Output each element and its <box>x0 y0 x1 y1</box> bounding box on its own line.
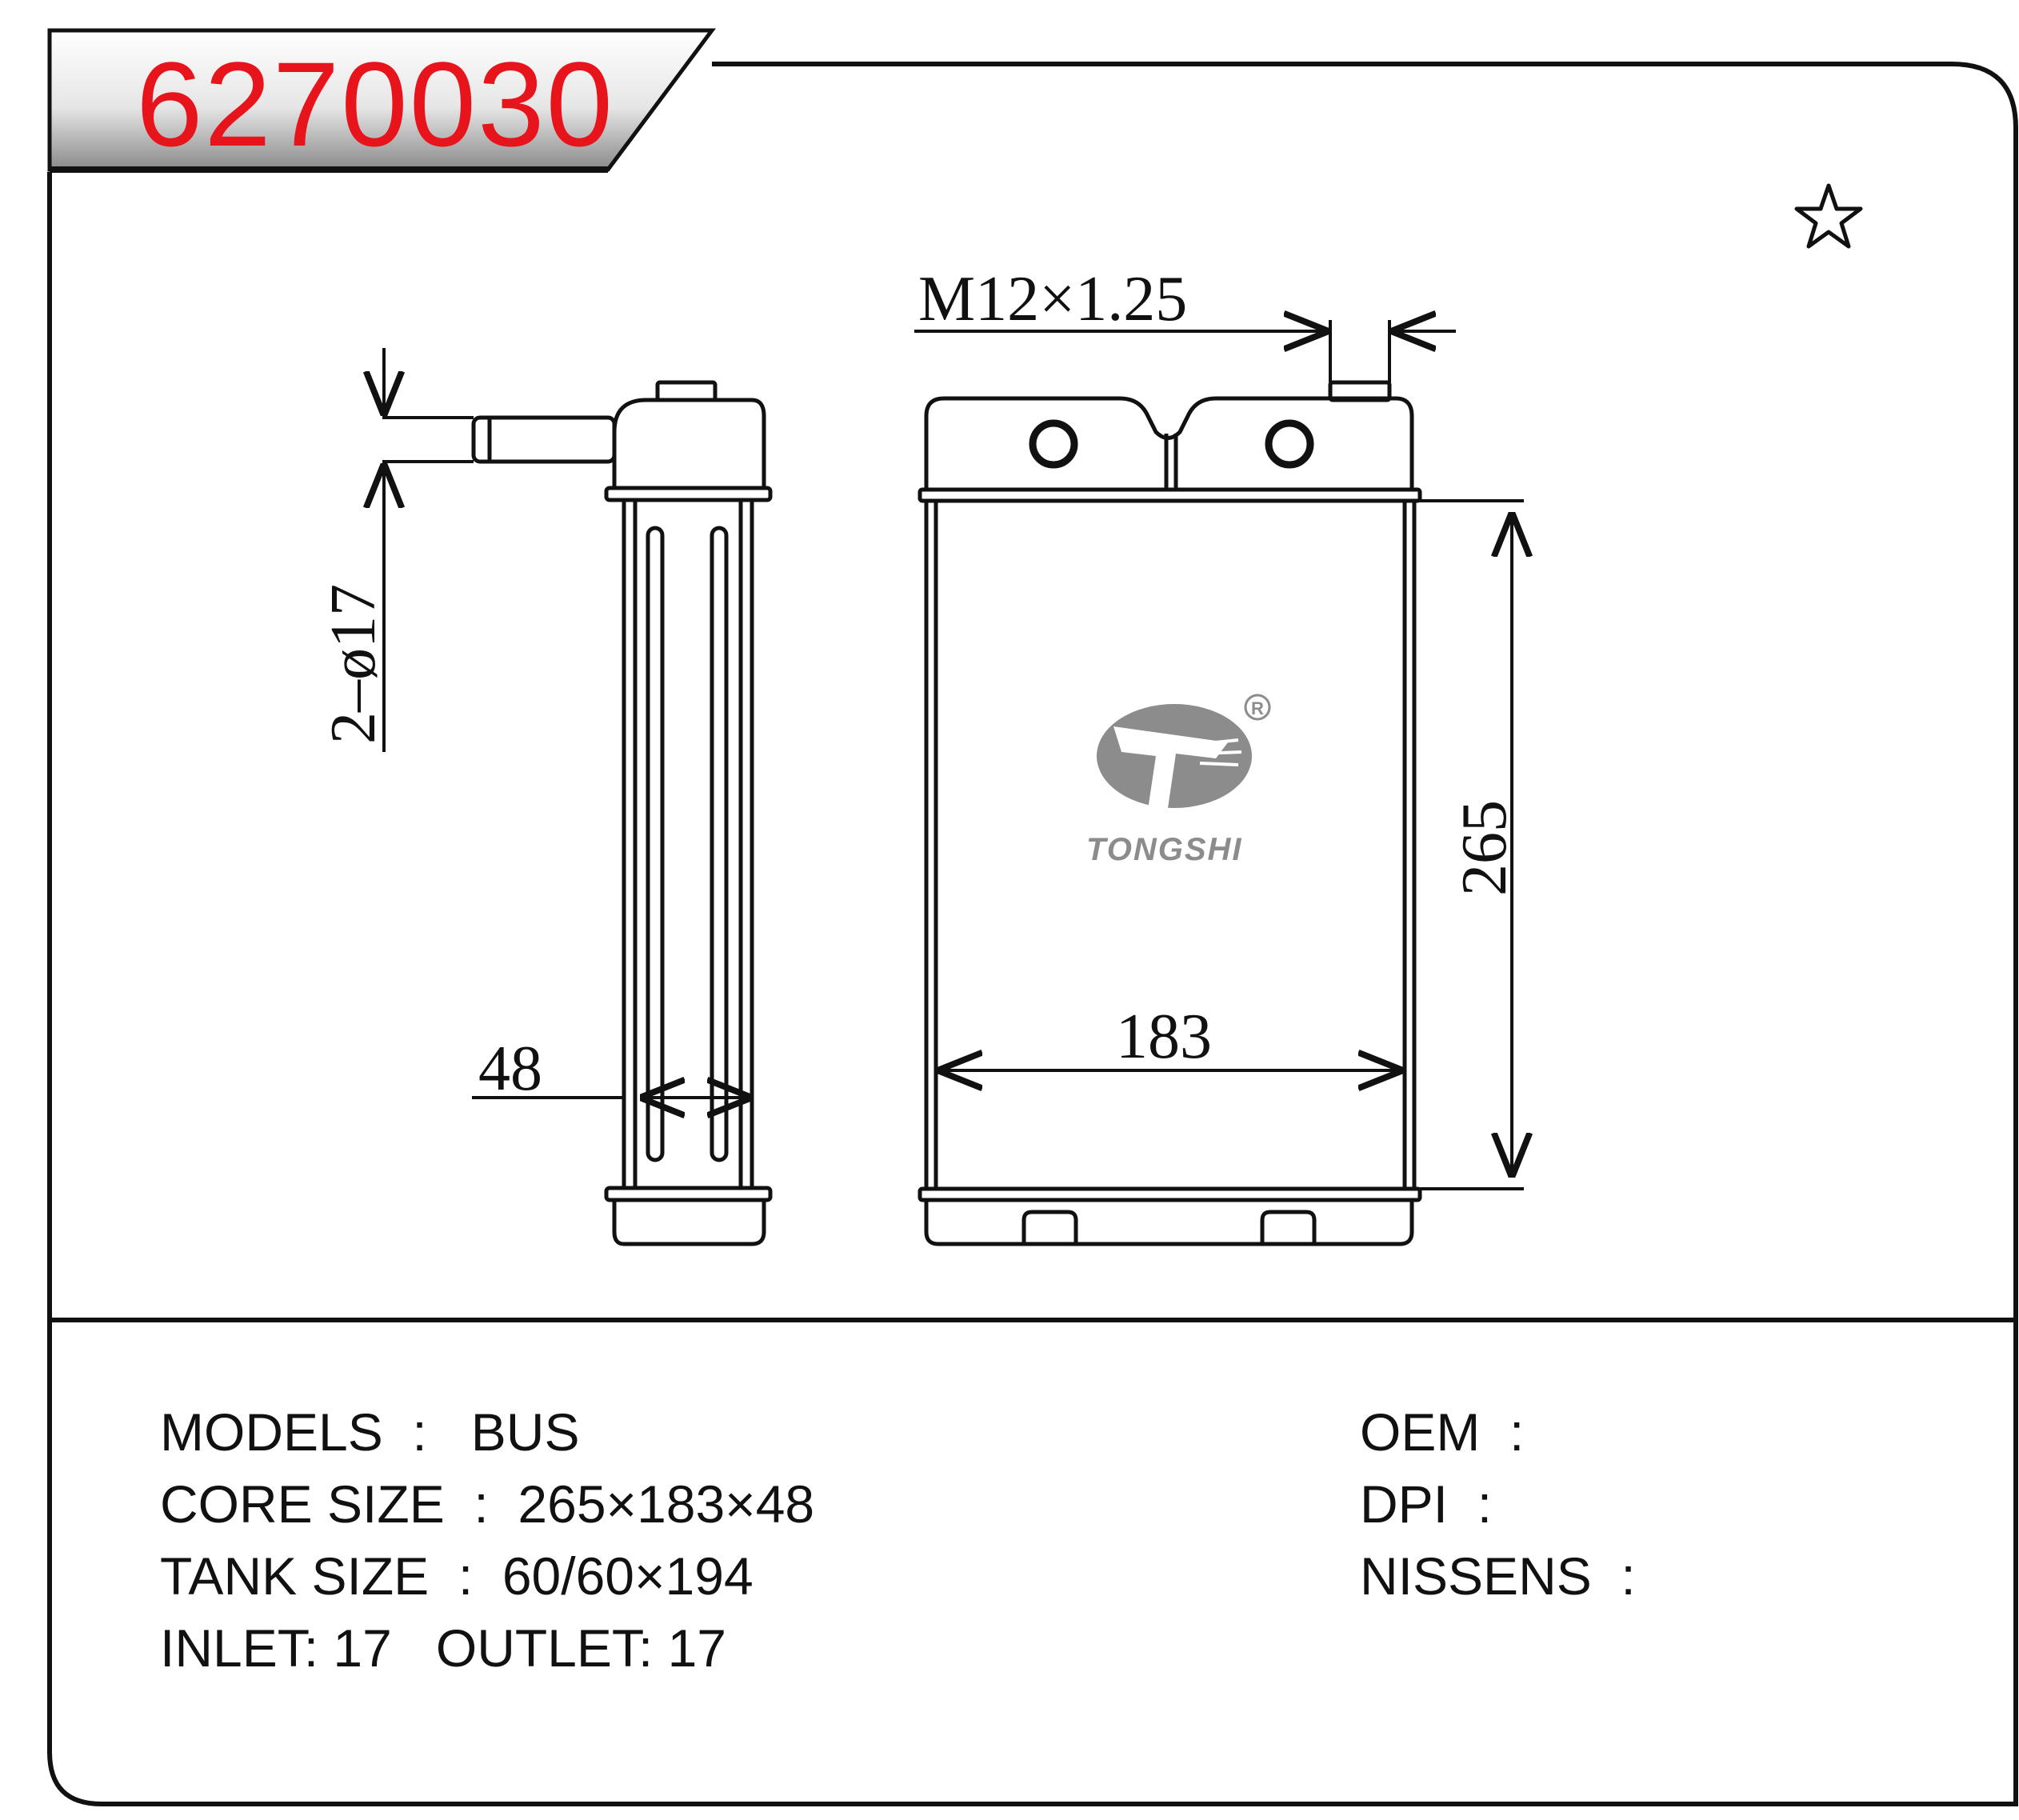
side-top-tank <box>612 398 766 490</box>
side-core <box>622 498 754 1190</box>
logo-text: TONGSHI <box>1086 832 1243 867</box>
spec-models: MODELS : BUS <box>160 1396 814 1468</box>
front-bottom-tab-left <box>1021 1210 1078 1244</box>
spec-core-label: CORE SIZE <box>160 1474 445 1534</box>
front-hole-left <box>1029 419 1078 469</box>
spec-gap <box>392 1618 436 1678</box>
reference-list: OEM : DPI : NISSENS : <box>1360 1396 1636 1612</box>
ref-dpi: DPI : <box>1360 1468 1636 1540</box>
height-dimension <box>1420 499 1524 1190</box>
spec-separator: : <box>429 1546 502 1606</box>
spec-core: CORE SIZE : 265×183×48 <box>160 1468 814 1540</box>
front-view <box>918 380 1422 1246</box>
spec-separator: : <box>382 1402 471 1462</box>
thread-dimension <box>914 320 1456 382</box>
height-label: 265 <box>1449 800 1520 896</box>
part-number: 6270030 <box>136 37 614 171</box>
star-outline-icon <box>1794 183 1863 249</box>
spec-core-value: 265×183×48 <box>518 1474 815 1534</box>
side-view <box>471 380 773 1246</box>
ref-nissens: NISSENS : <box>1360 1540 1636 1612</box>
front-bottom-tank <box>924 1198 1414 1246</box>
ref-oem-label: OEM <box>1360 1402 1481 1462</box>
spec-inlet-label: INLET <box>160 1618 304 1678</box>
spec-separator: : <box>638 1618 668 1678</box>
spec-inlet-value: 17 <box>333 1618 392 1678</box>
spec-models-value: BUS <box>470 1402 580 1462</box>
side-top-nipple <box>655 380 718 402</box>
spec-list: MODELS : BUS CORE SIZE : 265×183×48 TANK… <box>160 1396 814 1684</box>
width-label: 183 <box>1116 1002 1212 1072</box>
spec-models-label: MODELS <box>160 1402 383 1462</box>
side-core-slot-right <box>710 526 729 1162</box>
ref-separator: : <box>1480 1402 1525 1462</box>
ref-separator: : <box>1591 1546 1636 1606</box>
spec-outlet-value: 17 <box>667 1618 727 1678</box>
front-top-tank <box>924 396 1414 492</box>
depth-label: 48 <box>478 1034 542 1104</box>
registered-mark <box>1244 694 1271 721</box>
spec-outlet-label: OUTLET <box>435 1618 638 1678</box>
spec-tank-label: TANK SIZE <box>160 1546 430 1606</box>
spec-tank-value: 60/60×194 <box>502 1546 754 1606</box>
ref-nissens-label: NISSENS <box>1360 1546 1592 1606</box>
front-hole-right <box>1265 419 1314 469</box>
side-core-slot-left <box>646 526 665 1162</box>
side-bottom-tank <box>612 1198 766 1246</box>
registered-letter: R <box>1251 698 1264 718</box>
outer-frame <box>47 62 2018 1806</box>
ref-oem: OEM : <box>1360 1396 1636 1468</box>
ref-dpi-label: DPI <box>1360 1474 1449 1534</box>
front-bottom-tab-right <box>1260 1210 1317 1244</box>
tongshi-logo: R TONGSHI <box>1086 694 1271 867</box>
pipe-diameter-dimension <box>382 348 474 752</box>
side-inlet-pipe <box>471 415 617 464</box>
spec-separator: : <box>303 1618 334 1678</box>
thread-label: M12×1.25 <box>918 264 1187 334</box>
spec-separator: : <box>444 1474 518 1534</box>
pipe-diameter-label: 2–ø17 <box>318 584 389 744</box>
ref-separator: : <box>1448 1474 1493 1534</box>
spec-tank: TANK SIZE : 60/60×194 <box>160 1540 814 1612</box>
spec-inlet-outlet: INLET: 17 OUTLET: 17 <box>160 1612 814 1684</box>
